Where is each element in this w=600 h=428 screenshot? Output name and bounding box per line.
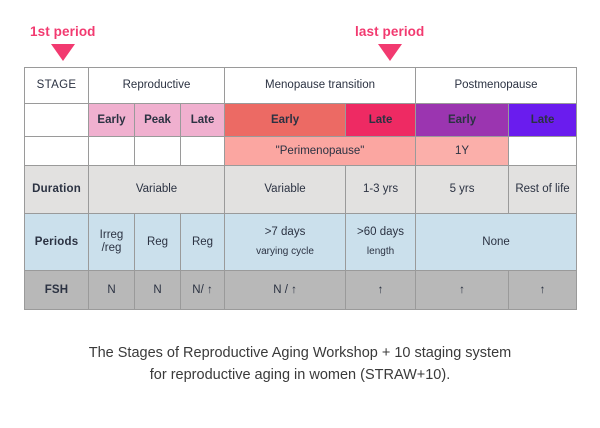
table-row-stage: STAGE Reproductive Menopause transition … bbox=[24, 67, 578, 104]
annotation-last-period: last period bbox=[355, 24, 424, 61]
straw10-table-container: STAGE Reproductive Menopause transition … bbox=[24, 67, 578, 310]
stage-menopause-transition: Menopause transition bbox=[224, 67, 417, 104]
down-arrow-icon bbox=[50, 44, 75, 61]
perimenopause-empty-3 bbox=[179, 136, 226, 166]
fsh-mt-early: N / ↑ bbox=[224, 270, 347, 310]
fsh-reproductive-late: N/ ↑ bbox=[179, 270, 226, 310]
table-row-fsh: FSH N N N/ ↑ N / ↑ ↑ ↑ ↑ bbox=[24, 270, 578, 310]
periods-note-varying-cycle: varying cycle bbox=[256, 246, 314, 257]
perimenopause-row-header bbox=[24, 136, 89, 166]
periods-reproductive-early: Irreg/reg bbox=[88, 213, 135, 271]
down-arrow-icon bbox=[377, 44, 402, 61]
substage-post-early: Early bbox=[415, 103, 510, 137]
caption-line-1: The Stages of Reproductive Aging Worksho… bbox=[88, 345, 512, 361]
figure-caption: The Stages of Reproductive Aging Worksho… bbox=[0, 342, 600, 386]
fsh-mt-late: ↑ bbox=[345, 270, 417, 310]
periods-mt-early: >7 days varying cycle bbox=[224, 213, 347, 271]
periods-note-length: length bbox=[366, 246, 395, 257]
periods-reproductive-peak: Reg bbox=[134, 213, 181, 271]
perimenopause-empty-4 bbox=[508, 136, 578, 166]
stage-reproductive: Reproductive bbox=[87, 67, 226, 104]
periods-postmenopause: None bbox=[415, 213, 578, 271]
table-row-duration: Duration Variable Variable 1-3 yrs 5 yrs… bbox=[24, 165, 578, 214]
duration-reproductive: Variable bbox=[87, 165, 226, 214]
duration-mt-late: 1-3 yrs bbox=[345, 165, 417, 214]
stage-postmenopause: Postmenopause bbox=[415, 67, 578, 104]
fsh-reproductive-early: N bbox=[88, 270, 135, 310]
substage-reproductive-early: Early bbox=[88, 103, 135, 137]
annotation-first-period-label: 1st period bbox=[30, 24, 96, 39]
table-row-perimenopause: "Perimenopause" 1Y bbox=[24, 136, 578, 166]
perimenopause-empty-2 bbox=[134, 136, 181, 166]
fsh-reproductive-peak: N bbox=[134, 270, 181, 310]
substage-mt-early: Early bbox=[224, 103, 347, 137]
row-header-duration: Duration bbox=[24, 165, 89, 214]
table-row-periods: Periods Irreg/reg Reg Reg >7 days varyin… bbox=[24, 213, 578, 271]
caption-line-2: for reproductive aging in women (STRAW+1… bbox=[149, 367, 451, 383]
periods-mt-early-value: >7 days bbox=[264, 226, 306, 238]
periods-mt-late: >60 days length bbox=[345, 213, 417, 271]
perimenopause-band: "Perimenopause" bbox=[224, 136, 417, 166]
perimenopause-1y-marker: 1Y bbox=[415, 136, 510, 166]
perimenopause-empty-1 bbox=[88, 136, 135, 166]
substage-mt-late: Late bbox=[345, 103, 417, 137]
table-row-substage: Early Peak Late Early Late Early Late bbox=[24, 103, 578, 137]
periods-reproductive-late: Reg bbox=[179, 213, 226, 271]
fsh-post-early: ↑ bbox=[415, 270, 510, 310]
row-header-stage: STAGE bbox=[24, 67, 89, 104]
substage-row-header bbox=[24, 103, 89, 137]
row-header-fsh: FSH bbox=[24, 270, 89, 310]
straw10-table: STAGE Reproductive Menopause transition … bbox=[24, 67, 578, 310]
duration-post-early: 5 yrs bbox=[415, 165, 510, 214]
duration-mt-early: Variable bbox=[224, 165, 347, 214]
row-header-periods: Periods bbox=[24, 213, 89, 271]
annotation-last-period-label: last period bbox=[355, 24, 425, 39]
fsh-post-late: ↑ bbox=[508, 270, 578, 310]
duration-post-late: Rest of life bbox=[508, 165, 578, 214]
substage-reproductive-peak: Peak bbox=[134, 103, 181, 137]
substage-post-late: Late bbox=[508, 103, 578, 137]
periods-mt-late-value: >60 days bbox=[357, 226, 405, 238]
substage-reproductive-late: Late bbox=[179, 103, 226, 137]
annotation-first-period: 1st period bbox=[30, 24, 96, 61]
